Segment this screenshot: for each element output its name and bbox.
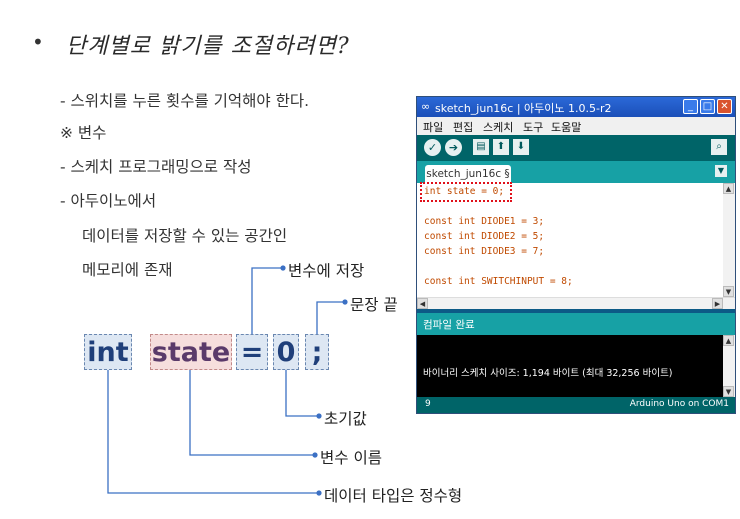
- text-line-1: - 스위치를 누른 횟수를 기억해야 한다.: [60, 92, 310, 110]
- token-equals: =: [236, 334, 268, 370]
- toolbar: ✓ ➔ ▤ ⬆ ⬇ ⌕: [417, 135, 735, 161]
- line-number: 9: [425, 399, 431, 409]
- serial-monitor-icon[interactable]: ⌕: [711, 139, 727, 155]
- scroll-right-icon[interactable]: ▶: [712, 298, 723, 309]
- code-line: int state = 0;: [424, 186, 505, 197]
- token-zero: 0: [273, 334, 299, 370]
- window-title: sketch_jun16c | 아두이노 1.0.5-r2: [435, 102, 612, 115]
- status-text: 컴파일 완료: [423, 319, 475, 331]
- minimize-button[interactable]: _: [683, 99, 698, 114]
- menu-help[interactable]: 도움말: [551, 121, 582, 134]
- code-line: const int DIODE1 = 3;: [424, 216, 545, 227]
- arduino-logo-icon: ∞: [421, 100, 431, 113]
- open-icon[interactable]: ⬆: [493, 139, 509, 155]
- menu-bar: 파일 편집 스케치 도구 도움말: [417, 117, 735, 135]
- menu-edit[interactable]: 편집: [453, 121, 474, 134]
- text-line-6: 메모리에 존재: [82, 261, 173, 279]
- console-scrollbar[interactable]: ▲ ▼: [723, 335, 735, 397]
- menu-file[interactable]: 파일: [423, 121, 444, 134]
- code-editor[interactable]: int state = 0; const int DIODE1 = 3; con…: [417, 183, 723, 297]
- token-int: int: [84, 334, 132, 370]
- scroll-down-icon[interactable]: ▼: [723, 386, 734, 397]
- editor-horizontal-scrollbar[interactable]: ◀ ▶: [417, 297, 735, 310]
- menu-sketch[interactable]: 스케치: [483, 121, 514, 134]
- tab-bar: sketch_jun16c § ▼: [417, 161, 735, 183]
- text-line-5: 데이터를 저장할 수 있는 공간인: [82, 227, 288, 245]
- highlight-box: [420, 182, 512, 202]
- verify-icon[interactable]: ✓: [424, 139, 441, 156]
- label-data-type: 데이터 타입은 정수형: [324, 487, 463, 505]
- close-button[interactable]: ✕: [717, 99, 732, 114]
- code-line: const int DIODE2 = 5;: [424, 231, 545, 242]
- menu-tools[interactable]: 도구: [523, 121, 544, 134]
- token-semicolon: ;: [305, 334, 329, 370]
- code-line: const int SWITCHINPUT = 8;: [424, 276, 573, 287]
- console-output: 바이너리 스케치 사이즈: 1,194 바이트 (최대 32,256 바이트): [417, 335, 723, 397]
- scroll-up-icon[interactable]: ▲: [723, 183, 734, 194]
- slide-title: 단계별로 밝기를 조절하려면?: [66, 34, 350, 59]
- upload-icon[interactable]: ➔: [445, 139, 462, 156]
- title-bar: ∞ sketch_jun16c | 아두이노 1.0.5-r2 _ □ ✕: [417, 97, 735, 117]
- new-icon[interactable]: ▤: [473, 139, 489, 155]
- code-line: const int DIODE3 = 7;: [424, 246, 545, 257]
- tab-sketch[interactable]: sketch_jun16c §: [425, 165, 511, 183]
- save-icon[interactable]: ⬇: [513, 139, 529, 155]
- label-initial-value: 초기값: [324, 410, 367, 428]
- scroll-up-icon[interactable]: ▲: [723, 335, 734, 346]
- token-state: state: [150, 334, 232, 370]
- footer-bar: 9 Arduino Uno on COM1: [417, 397, 735, 413]
- pane-divider[interactable]: [417, 309, 735, 313]
- board-info: Arduino Uno on COM1: [629, 399, 729, 409]
- editor-vertical-scrollbar[interactable]: ▲ ▼: [723, 183, 735, 297]
- scroll-down-icon[interactable]: ▼: [723, 286, 734, 297]
- console-text: 바이너리 스케치 사이즈: 1,194 바이트 (최대 32,256 바이트): [423, 368, 673, 379]
- label-variable-name: 변수 이름: [320, 449, 382, 467]
- label-store-variable: 변수에 저장: [288, 262, 365, 280]
- label-statement-end: 문장 끝: [350, 296, 398, 314]
- maximize-button[interactable]: □: [700, 99, 715, 114]
- scroll-left-icon[interactable]: ◀: [417, 298, 428, 309]
- arduino-ide-window: ∞ sketch_jun16c | 아두이노 1.0.5-r2 _ □ ✕ 파일…: [416, 96, 736, 414]
- status-bar: 컴파일 완료: [417, 313, 735, 335]
- text-line-2: ※ 변수: [60, 124, 107, 142]
- text-line-3: - 스케치 프로그래밍으로 작성: [60, 158, 252, 176]
- bullet-icon: •: [32, 30, 44, 54]
- text-line-4: - 아두이노에서: [60, 192, 157, 210]
- tab-menu-icon[interactable]: ▼: [715, 165, 727, 177]
